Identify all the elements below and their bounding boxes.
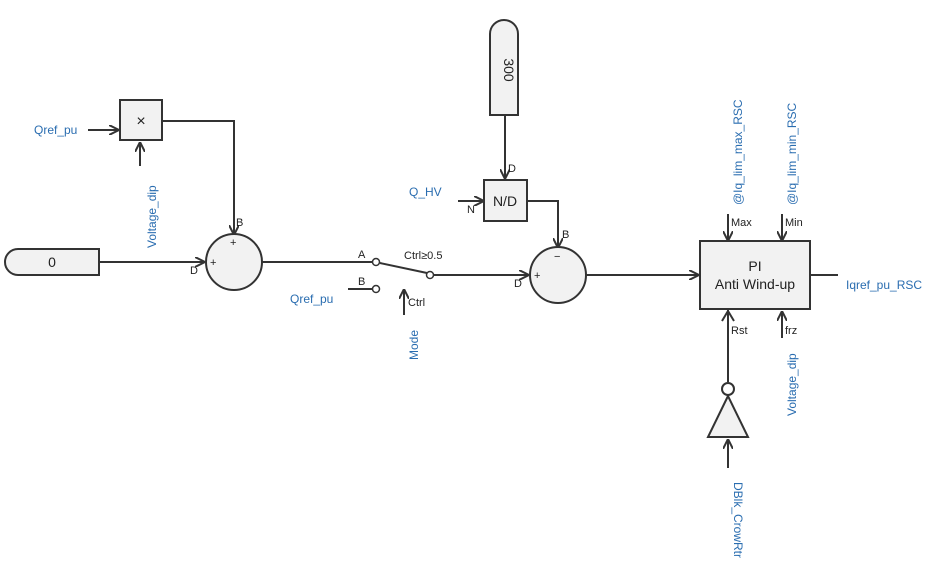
switch-ctrl-port: Ctrl: [408, 297, 425, 309]
signal-voltage-dip-right: Voltage_dip: [785, 353, 799, 416]
signal-qref-pu-top: Qref_pu: [34, 123, 77, 137]
switch-port-a: A: [358, 249, 366, 261]
signal-qref-pu-switch: Qref_pu: [290, 292, 333, 306]
wire-mult-to-sum1: [162, 120, 234, 234]
sum2-sign-left: +: [534, 270, 540, 282]
pi-port-min: Min: [785, 217, 803, 229]
const-zero-value: 0: [48, 254, 56, 270]
sum1-sign-top: +: [230, 237, 236, 249]
divider-port-d: D: [508, 163, 516, 175]
sum2-port-b: B: [562, 229, 569, 241]
sum1-sign-left: +: [210, 257, 216, 269]
signal-mode: Mode: [407, 330, 421, 360]
signal-q-hv: Q_HV: [409, 185, 442, 199]
mode-switch[interactable]: [371, 257, 435, 294]
sum2-port-d: D: [514, 278, 522, 290]
signal-iq-lim-max: @Iq_lim_max_RSC: [731, 99, 745, 205]
pi-port-max: Max: [731, 217, 752, 229]
switch-condition: Ctrl≥0.5: [404, 250, 442, 262]
const-300-value: 300: [501, 58, 517, 82]
sum1-port-b: B: [236, 217, 243, 229]
sum-block-1[interactable]: [205, 233, 263, 291]
not-gate-block[interactable]: [706, 382, 750, 438]
signal-iq-lim-min: @Iq_lim_min_RSC: [785, 102, 799, 205]
multiply-icon: ×: [136, 113, 145, 130]
signal-dblk-crowrtr: DBlk_CrowRtr: [731, 482, 745, 558]
sum2-sign-top: −: [554, 251, 560, 263]
const-zero-block[interactable]: 0: [4, 248, 100, 276]
signal-voltage-dip-left: Voltage_dip: [145, 185, 159, 248]
wire-rst-arrowhead: [721, 309, 735, 322]
sum-block-2[interactable]: [529, 246, 587, 304]
wire-div-to-sum2: [527, 200, 558, 247]
pi-controller-block[interactable]: PI Anti Wind-up: [699, 240, 811, 310]
switch-port-b: B: [358, 276, 365, 288]
pi-title: PI: [748, 258, 761, 274]
pi-port-frz: frz: [785, 325, 797, 337]
divider-block[interactable]: N/D: [483, 179, 528, 222]
signal-iqref-output: Iqref_pu_RSC: [846, 278, 922, 292]
sum1-port-d: D: [190, 265, 198, 277]
divider-label: N/D: [493, 193, 517, 209]
const-300-block[interactable]: 300: [489, 19, 519, 116]
pi-subtitle: Anti Wind-up: [715, 276, 795, 292]
pi-port-rst: Rst: [731, 325, 748, 337]
multiply-block[interactable]: ×: [119, 99, 163, 141]
divider-port-n: N: [467, 204, 475, 216]
